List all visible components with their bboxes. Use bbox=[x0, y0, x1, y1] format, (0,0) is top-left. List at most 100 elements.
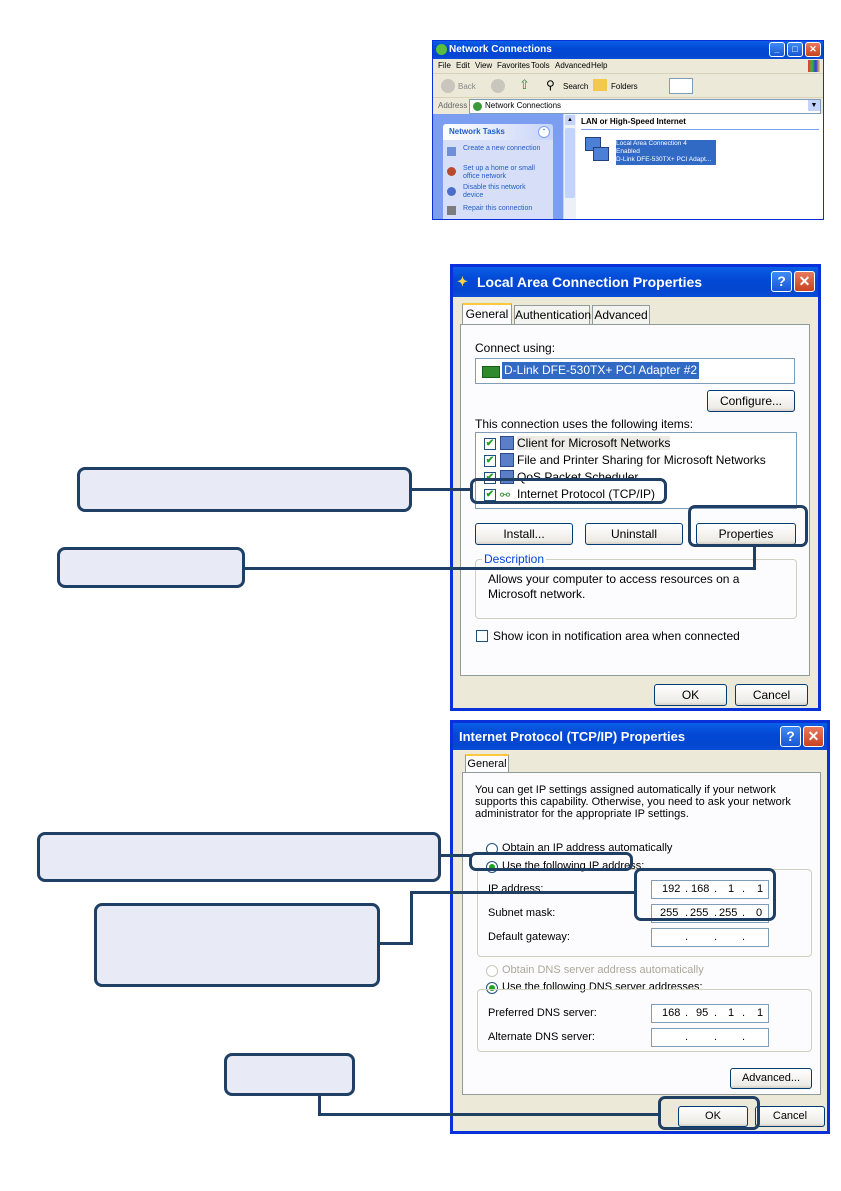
chevron-down-icon[interactable]: ▼ bbox=[808, 100, 820, 111]
checkbox-tcpip[interactable]: ✔ bbox=[484, 489, 496, 501]
back-label[interactable]: Back bbox=[458, 82, 476, 91]
intro-text: You can get IP settings assigned automat… bbox=[475, 784, 791, 820]
task-disable-device[interactable]: Disable this network device bbox=[463, 184, 526, 199]
task-create-connection[interactable]: Create a new connection bbox=[463, 145, 541, 152]
item-file-sharing[interactable]: File and Printer Sharing for Microsoft N… bbox=[517, 453, 766, 467]
alternate-dns-field[interactable]: ... bbox=[651, 1028, 769, 1047]
use-dns-label[interactable]: Use the following DNS server addresses: bbox=[502, 981, 703, 993]
show-icon-checkbox[interactable] bbox=[476, 630, 488, 642]
folders-label[interactable]: Folders bbox=[611, 82, 638, 91]
preferred-dns-label: Preferred DNS server: bbox=[488, 1007, 597, 1019]
uninstall-button[interactable]: Uninstall bbox=[585, 523, 683, 545]
back-arrow-icon[interactable] bbox=[441, 79, 455, 93]
menu-favorites[interactable]: Favorites bbox=[497, 61, 530, 70]
close-button[interactable]: ✕ bbox=[803, 726, 824, 747]
maximize-button[interactable]: □ bbox=[787, 42, 803, 57]
tab-general[interactable]: General bbox=[462, 303, 512, 325]
up-folder-icon[interactable]: ⇧ bbox=[519, 77, 530, 92]
lac-tab-panel: Connect using: D-Link DFE-530TX+ PCI Ada… bbox=[460, 324, 810, 676]
lan-connection-item[interactable]: Local Area Connection 4 Enabled D-Link D… bbox=[616, 140, 716, 165]
install-button[interactable]: Install... bbox=[475, 523, 573, 545]
description-label: Description bbox=[482, 552, 547, 566]
tcpip-tab-panel: You can get IP settings assigned automat… bbox=[462, 772, 821, 1095]
network-icon bbox=[436, 44, 447, 55]
obtain-dns-radio[interactable] bbox=[486, 965, 498, 977]
task-pane-scrollbar[interactable]: ▲ bbox=[563, 114, 576, 219]
lan-connection-icon[interactable] bbox=[583, 135, 609, 165]
adapter-name: D-Link DFE-530TX+ PCI Adapter #2 bbox=[502, 362, 700, 379]
connection-adapter: D-Link DFE-530TX+ PCI Adapt... bbox=[616, 156, 712, 163]
ok-button[interactable]: OK bbox=[678, 1106, 748, 1127]
client-icon bbox=[500, 436, 514, 450]
checkbox-client[interactable]: ✔ bbox=[484, 438, 496, 450]
connection-name: Local Area Connection 4 bbox=[616, 140, 687, 147]
item-client[interactable]: Client for Microsoft Networks bbox=[517, 436, 671, 450]
menu-tools[interactable]: Tools bbox=[531, 61, 550, 70]
item-tcpip[interactable]: Internet Protocol (TCP/IP) bbox=[517, 487, 656, 501]
properties-highlight bbox=[688, 505, 808, 547]
close-button[interactable]: ✕ bbox=[794, 271, 815, 292]
nc-menubar: File Edit View Favorites Tools Advanced … bbox=[433, 59, 823, 73]
search-icon[interactable]: ⚲ bbox=[546, 78, 555, 92]
menu-file[interactable]: File bbox=[438, 61, 451, 70]
scroll-thumb[interactable] bbox=[565, 128, 575, 198]
obtain-ip-label[interactable]: Obtain an IP address automatically bbox=[502, 842, 673, 854]
nc-title: Network Connections bbox=[449, 44, 552, 55]
default-gateway-field[interactable]: ... bbox=[651, 928, 769, 947]
close-button[interactable]: ✕ bbox=[805, 42, 821, 57]
mask-octet-2: 255 bbox=[690, 907, 709, 919]
views-icon[interactable] bbox=[669, 78, 693, 94]
menu-edit[interactable]: Edit bbox=[456, 61, 470, 70]
ip-octet-1: 192 bbox=[662, 883, 681, 895]
ok-connector-h bbox=[318, 1113, 660, 1116]
alternate-dns-label: Alternate DNS server: bbox=[488, 1031, 595, 1043]
search-label[interactable]: Search bbox=[563, 82, 589, 91]
task-repair-connection[interactable]: Repair this connection bbox=[463, 205, 533, 212]
tab-authentication[interactable]: Authentication bbox=[514, 305, 591, 325]
dns-octet-1: 168 bbox=[662, 1007, 681, 1019]
tab-advanced[interactable]: Advanced bbox=[592, 305, 650, 325]
connection-status: Enabled bbox=[616, 148, 640, 155]
ok-button[interactable]: OK bbox=[654, 684, 727, 706]
default-gateway-label: Default gateway: bbox=[488, 931, 570, 943]
obtain-dns-label[interactable]: Obtain DNS server address automatically bbox=[502, 964, 704, 976]
checkbox-file-sharing[interactable]: ✔ bbox=[484, 455, 496, 467]
lan-title-icon: ✦ bbox=[457, 274, 468, 289]
dns-octet-3: 1 bbox=[728, 1007, 735, 1019]
forward-arrow-icon[interactable] bbox=[491, 79, 505, 93]
configure-button[interactable]: Configure... bbox=[707, 390, 795, 412]
help-button[interactable]: ? bbox=[771, 271, 792, 292]
group-divider bbox=[581, 129, 819, 130]
cancel-button[interactable]: Cancel bbox=[755, 1106, 825, 1127]
network-tasks-header[interactable]: Network Tasks ⌃ bbox=[443, 124, 553, 140]
minimize-button[interactable]: _ bbox=[769, 42, 785, 57]
menu-advanced[interactable]: Advanced bbox=[555, 61, 591, 70]
menu-view[interactable]: View bbox=[475, 61, 493, 70]
address-field[interactable]: Network Connections ▼ bbox=[469, 99, 821, 114]
tcpip-title: Internet Protocol (TCP/IP) Properties bbox=[459, 729, 686, 744]
use-dns-radio[interactable] bbox=[486, 982, 498, 994]
show-icon-label[interactable]: Show icon in notification area when conn… bbox=[493, 629, 740, 643]
ok-connector-v bbox=[318, 1094, 321, 1116]
lac-titlebar: ✦ Local Area Connection Properties ? ✕ bbox=[453, 267, 818, 297]
menu-help[interactable]: Help bbox=[591, 61, 608, 70]
tcpip-properties-dialog: Internet Protocol (TCP/IP) Properties ? … bbox=[450, 720, 830, 1134]
cancel-button[interactable]: Cancel bbox=[735, 684, 808, 706]
preferred-dns-field[interactable]: 168 . 95 . 1 . 1 bbox=[651, 1004, 769, 1023]
advanced-button[interactable]: Advanced... bbox=[730, 1068, 812, 1089]
tab-general[interactable]: General bbox=[465, 754, 509, 773]
ip-address-field[interactable]: 192 . 168 . 1 . 1 bbox=[651, 880, 769, 899]
task-home-network[interactable]: Set up a home or small office network bbox=[463, 165, 535, 180]
scroll-up-icon[interactable]: ▲ bbox=[565, 115, 575, 125]
folders-icon[interactable] bbox=[593, 79, 607, 91]
help-button[interactable]: ? bbox=[780, 726, 801, 747]
ip-mask-callout bbox=[94, 903, 380, 987]
collapse-icon[interactable]: ⌃ bbox=[538, 126, 550, 138]
use-ip-highlight bbox=[469, 852, 633, 871]
home-network-icon bbox=[447, 167, 456, 176]
properties-connector-v bbox=[753, 545, 756, 570]
address-label: Address bbox=[438, 101, 468, 110]
use-ip-callout bbox=[37, 832, 441, 882]
description-text: Allows your computer to access resources… bbox=[488, 572, 740, 601]
network-connections-window: Network Connections _ □ ✕ File Edit View… bbox=[432, 40, 824, 220]
